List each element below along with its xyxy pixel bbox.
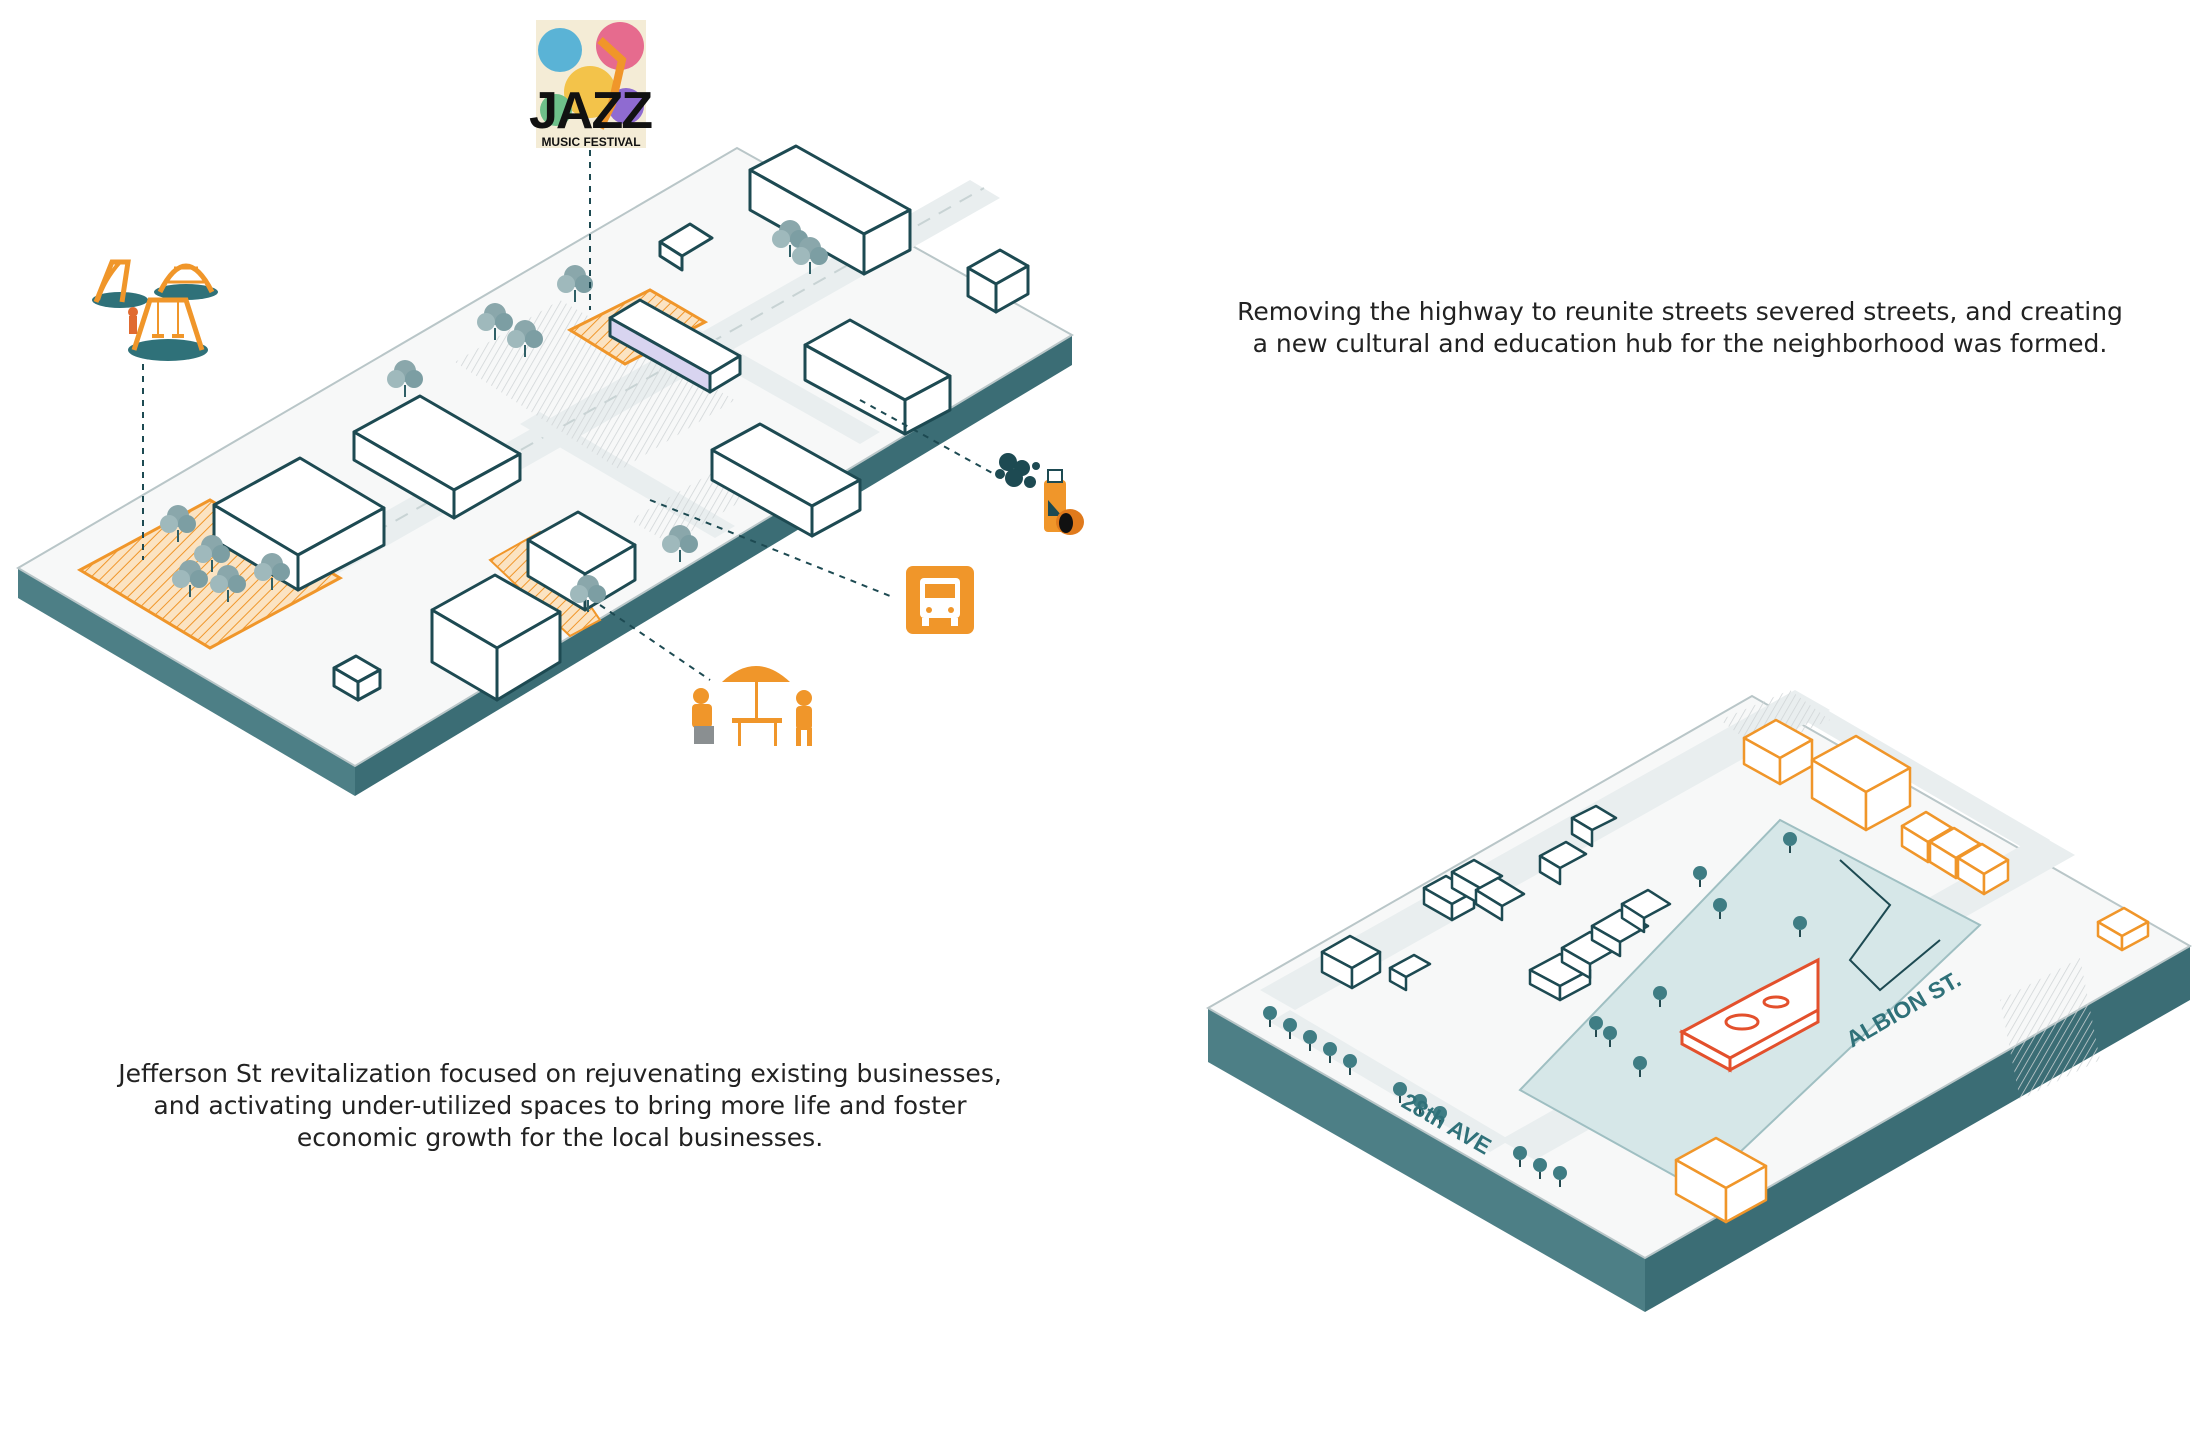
caption-bottom-line-2: and activating under-utilized spaces to … (153, 1091, 967, 1120)
left-base-left-face (18, 568, 355, 796)
jazz-subtitle: MUSIC FESTIVAL (541, 135, 640, 149)
caption-bottom-line-1: Jefferson St revitalization focused on r… (118, 1059, 1002, 1088)
jazz-festival-poster: JAZZ MUSIC FESTIVAL (529, 20, 654, 149)
building-top-large (748, 144, 912, 276)
left-base-right-face (355, 335, 1072, 796)
playground-icon (92, 259, 218, 361)
proposed-building-north (1742, 718, 1912, 832)
building-small-east (966, 248, 1030, 314)
jefferson-st-axonometric (16, 144, 1074, 796)
building-kiosk (332, 654, 382, 702)
building-right-cluster (803, 318, 952, 436)
building-block-east (710, 422, 862, 538)
caption-highway-removal: Removing the highway to reunite streets … (1180, 296, 2180, 360)
28th-ave-street (1260, 690, 1830, 1010)
house-row-west (1320, 934, 1432, 992)
proposed-building-row-east (1900, 810, 2150, 952)
right-base-left-face (1208, 1008, 1645, 1312)
building-large-left (212, 456, 386, 592)
caption-top-line-2: a new cultural and education hub for the… (1252, 329, 2108, 358)
leader-lines (142, 150, 1006, 681)
graffiti-spraycan-icon (995, 453, 1084, 535)
caption-jefferson-revitalization: Jefferson St revitalization focused on r… (80, 1058, 1040, 1154)
proposed-building-south (1674, 1136, 1768, 1224)
building-purple-accent (608, 298, 742, 394)
house-row-north (1422, 804, 1618, 922)
cultural-hub-building (1678, 957, 1820, 1073)
hatched-lot (455, 300, 735, 470)
bus-stop-icon (906, 566, 974, 634)
building-corner (430, 573, 562, 702)
outdoor-dining-icon (692, 666, 812, 746)
jazz-logo: JAZZ (529, 82, 652, 140)
house-row-plaza (1528, 888, 1672, 1002)
caption-top-line-1: Removing the highway to reunite streets … (1237, 297, 2123, 326)
hatched-lot-east (2000, 958, 2100, 1100)
caption-bottom-line-3: economic growth for the local businesses… (296, 1123, 824, 1152)
building-church (352, 394, 522, 520)
albion-st-axonometric: 28th AVE ALBION ST. (1205, 690, 2193, 1312)
building-small-house (658, 222, 714, 272)
